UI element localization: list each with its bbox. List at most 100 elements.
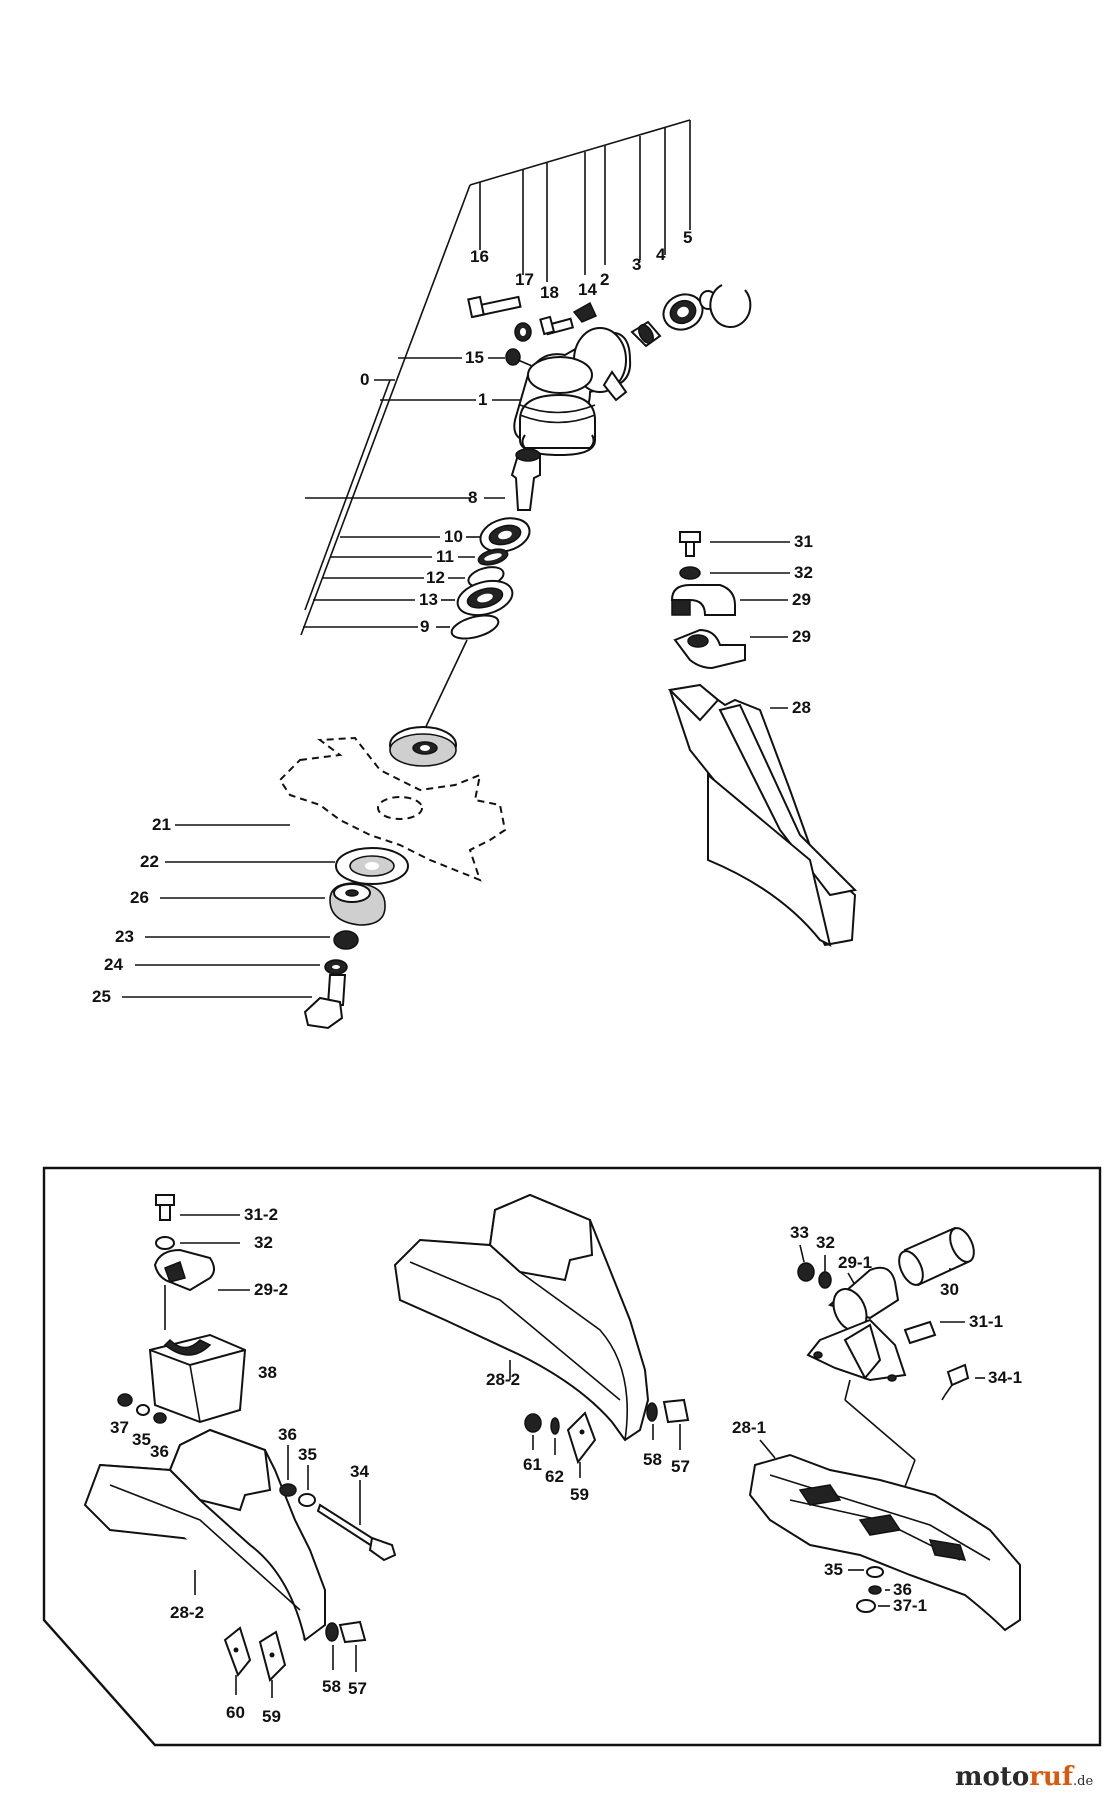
key-14-icon: [572, 301, 598, 323]
label-17: 17: [515, 270, 534, 289]
washer-62-icon: 62: [545, 1417, 564, 1486]
watermark-part2: ruf: [1029, 1762, 1075, 1792]
washer-32-icon: 32: [679, 563, 813, 582]
label-31: 31: [794, 532, 813, 551]
label-16: 16: [470, 247, 489, 266]
label-61: 61: [523, 1455, 542, 1474]
clamp-29-upper-icon: 29: [670, 584, 811, 616]
block-38-icon: 38: [148, 1333, 277, 1424]
guard-28-1-icon: 28-1: [732, 1418, 1021, 1632]
label-9: 9: [420, 617, 429, 636]
nut-37-1-icon: 37-1: [856, 1596, 927, 1615]
label-35-c: 35: [824, 1560, 843, 1579]
bolt-25-icon: 25: [92, 974, 347, 1030]
screw-15-icon: [505, 348, 533, 367]
label-26: 26: [130, 888, 149, 907]
circlip-5-icon: [709, 284, 752, 328]
guard-28-2-left-icon: 28-2: [83, 1428, 326, 1642]
label-57-a: 57: [348, 1679, 367, 1698]
clamp-29-lower-icon: 29: [673, 627, 811, 670]
bolt-18-icon: [539, 315, 575, 336]
washer-58a-icon: 58: [322, 1622, 341, 1696]
label-5: 5: [683, 228, 692, 247]
washer-35-icon: [136, 1404, 150, 1416]
label-58-a: 58: [322, 1677, 341, 1696]
circlip-9-icon: 9: [303, 614, 500, 640]
washer-36b-icon: 36: [278, 1425, 297, 1497]
gear-housing-1-icon: [513, 327, 632, 457]
washer-58b-icon: 58: [643, 1402, 662, 1469]
label-15: 15: [465, 348, 484, 367]
label-35-b: 35: [298, 1445, 317, 1464]
nut-37-icon: [117, 1393, 133, 1407]
washer-35b-icon: 35: [298, 1445, 317, 1507]
label-59-b: 59: [570, 1485, 589, 1504]
watermark-part1: moto: [955, 1762, 1029, 1792]
bolt-57b-icon: 57: [662, 1398, 690, 1476]
label-32-bottom: 32: [254, 1233, 273, 1252]
label-18: 18: [540, 283, 559, 302]
label-36: 36: [150, 1442, 169, 1461]
label-31-2: 31-2: [244, 1205, 278, 1224]
blade-assembly: 21 22 26 23 24: [92, 726, 507, 1030]
guard-28-2-middle-icon: 28-2: [393, 1193, 650, 1442]
washer-32-b-icon: 32: [155, 1233, 273, 1252]
label-2: 2: [600, 270, 609, 289]
label-24: 24: [104, 955, 123, 974]
plate-59a-icon: 59: [258, 1630, 287, 1726]
accessory-frame: [42, 1166, 1102, 1747]
washer-24-icon: 24: [104, 955, 348, 975]
label-13: 13: [419, 590, 438, 609]
washer-35c-icon: 35: [824, 1560, 884, 1579]
cup-26-icon: 26: [130, 882, 386, 926]
nut-23-icon: 23: [115, 927, 359, 950]
plate-59b-icon: 59: [566, 1411, 597, 1504]
label-38: 38: [258, 1363, 277, 1382]
bolt-31-2-icon: 31-2: [155, 1194, 278, 1224]
label-12: 12: [426, 568, 445, 587]
clamp-29-1-icon: 29-1: [806, 1253, 907, 1382]
label-23: 23: [115, 927, 134, 946]
label-30: 30: [940, 1280, 959, 1299]
label-29-2: 29-2: [254, 1280, 288, 1299]
label-34-1: 34-1: [988, 1368, 1022, 1387]
label-37-1: 37-1: [893, 1596, 927, 1615]
bolt-31-1-icon: 31-1: [903, 1312, 1003, 1345]
nut-33-icon: 33: [790, 1223, 815, 1282]
label-22: 22: [140, 852, 159, 871]
label-33: 33: [790, 1223, 809, 1242]
sleeve-30-icon: 30: [898, 1226, 975, 1299]
label-3: 3: [632, 255, 641, 274]
guard-28-2-left-assembly: 31-2 32 29-2 38 37 35 36: [83, 1194, 397, 1726]
bolt-16-icon: [467, 295, 522, 319]
label-59-a: 59: [262, 1707, 281, 1726]
pinion-gear-2-icon: [630, 320, 662, 348]
label-4: 4: [656, 245, 666, 264]
guard-28-icon: 28: [667, 683, 858, 947]
label-21: 21: [152, 815, 171, 834]
gear-head-assembly: 0 1 16 17 18 14 2 3 4 5 15: [300, 119, 752, 736]
label-28: 28: [792, 698, 811, 717]
label-60: 60: [226, 1703, 245, 1722]
plate-60-icon: 60: [223, 1626, 252, 1722]
label-14: 14: [578, 280, 597, 299]
watermark-part3: .de: [1073, 1774, 1093, 1789]
svg-text:motoruf.de: motoruf.de: [955, 1762, 1093, 1792]
label-32: 32: [794, 563, 813, 582]
disc-22-icon: 22: [140, 847, 409, 885]
guard-28-1-assembly: 33 32 29-1 30 31-1: [732, 1223, 1022, 1632]
label-32-right: 32: [816, 1233, 835, 1252]
label-28-2-middle: 28-2: [486, 1370, 520, 1389]
bolt-34-1-icon: 34-1: [944, 1363, 1022, 1396]
label-8: 8: [468, 488, 477, 507]
label-28-2-left: 28-2: [170, 1603, 204, 1622]
label-29b: 29: [792, 627, 811, 646]
hub-washer-icon: [389, 726, 457, 767]
nut-61-icon: 61: [523, 1413, 542, 1474]
label-28-1: 28-1: [732, 1418, 766, 1437]
washer-36-icon: [153, 1412, 167, 1424]
washer-32c-icon: 32: [816, 1233, 835, 1289]
label-11: 11: [436, 547, 454, 566]
watermark-logo: motoruf.de: [955, 1762, 1093, 1792]
